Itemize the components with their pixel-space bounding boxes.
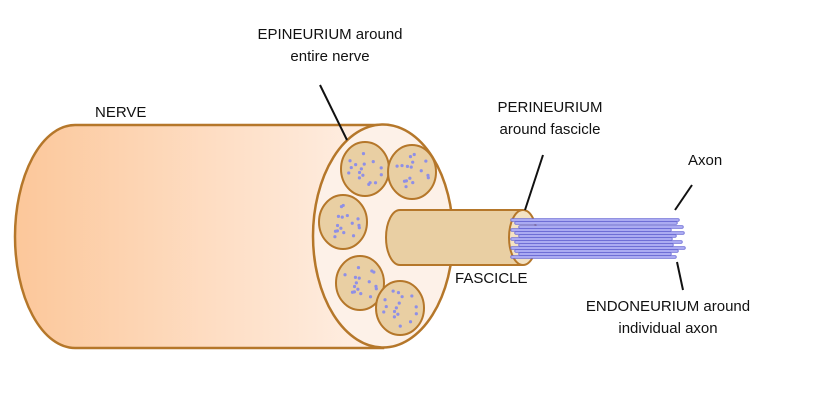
perineurium-pointer: [524, 154, 544, 211]
axon-dot: [359, 292, 363, 296]
axon-dot: [411, 160, 415, 164]
endoneurium-pointer: [676, 261, 684, 291]
fascicle-cross-sections: [318, 141, 437, 336]
perineurium-label-line2: around fascicle: [499, 121, 601, 138]
axon-dot: [426, 173, 430, 177]
axon-dot: [408, 320, 413, 324]
axon-dot: [356, 287, 360, 291]
axon-dot: [392, 315, 396, 319]
fascicle-cross-section: [387, 144, 437, 200]
axon-pointer: [674, 184, 693, 211]
axon-dot: [374, 287, 378, 291]
axon-dot: [408, 176, 412, 180]
endoneurium-label-line1: ENDONEURIUM around: [585, 298, 751, 315]
axon-dot: [382, 310, 386, 314]
axon-dot: [339, 205, 344, 209]
endoneurium-label-line2: individual axon: [618, 320, 718, 337]
axon-dot: [400, 163, 404, 168]
axon-bundle: [510, 218, 686, 259]
axon-dot: [373, 181, 378, 185]
endoneurium-label: ENDONEURIUM around individual axon: [568, 296, 768, 340]
axon-dot: [379, 166, 383, 170]
axon-dot: [361, 173, 365, 177]
fascicle-cylinder: [385, 209, 523, 266]
axon-dot: [352, 290, 356, 294]
axon-dot: [410, 294, 414, 298]
axon-dot: [368, 181, 372, 185]
axon-label: Axon: [688, 152, 723, 169]
epineurium-pointer: [319, 84, 348, 141]
axon-dot: [368, 295, 373, 299]
axon-dot: [391, 289, 395, 293]
axon-dot: [379, 173, 383, 177]
epineurium-label: EPINEURIUM around entire nerve: [240, 24, 420, 68]
axon-dot: [345, 213, 349, 218]
axon-dot: [383, 298, 387, 302]
axon-dot: [349, 165, 353, 170]
axon-dot: [353, 275, 358, 280]
axon-dot: [354, 281, 358, 285]
axon-dot: [359, 167, 363, 171]
epineurium-label-line2: entire nerve: [290, 48, 370, 65]
axon-dot: [336, 214, 341, 219]
axon-dot: [356, 266, 361, 270]
axon-dot: [397, 301, 401, 305]
axon-dot: [357, 226, 361, 230]
axon-dot: [339, 226, 343, 230]
axon-dot: [356, 217, 360, 221]
axon-dot: [362, 162, 366, 166]
axon-dot: [351, 234, 356, 238]
axon-dot: [392, 309, 397, 314]
axon-dot: [404, 179, 408, 183]
axon-dot: [343, 273, 347, 277]
axon-dot: [396, 291, 401, 295]
axon-dot: [396, 312, 400, 316]
axon-dot: [405, 164, 410, 169]
epineurium-label-line1: EPINEURIUM around: [257, 26, 403, 43]
axon-dot: [424, 159, 428, 163]
axon-dot: [411, 181, 415, 185]
axon-dot: [367, 280, 371, 284]
axon-dot: [412, 152, 416, 157]
axon-dot: [347, 171, 351, 175]
axon-dot: [335, 229, 339, 233]
axon-dot: [414, 305, 418, 309]
perineurium-label: PERINEURIUM around fascicle: [470, 97, 630, 141]
axon-dot: [398, 324, 402, 328]
pointer-lines: [319, 84, 693, 291]
perineurium-label-line1: PERINEURIUM: [497, 99, 603, 116]
axon-dot: [357, 170, 362, 175]
fascicle-cross-section: [318, 194, 368, 250]
nerve-body: [13, 123, 385, 350]
axon-dot: [395, 164, 399, 168]
axon-dot: [340, 215, 344, 219]
axon-dot: [357, 223, 361, 227]
axon-dot: [400, 295, 404, 299]
axon-dot: [361, 152, 366, 156]
axon-dot: [354, 162, 358, 167]
axon-dot: [408, 155, 413, 159]
axon-dot: [426, 176, 430, 180]
fascicle-label: FASCICLE: [455, 270, 528, 287]
axon-dot: [370, 269, 374, 273]
axon-dot: [384, 304, 388, 309]
axon-dot: [394, 306, 398, 310]
axon-dot: [350, 221, 354, 225]
axon-dot: [409, 165, 413, 169]
axon-dot: [371, 159, 375, 164]
axon-dot: [335, 223, 340, 228]
axon-dot: [419, 169, 423, 173]
nerve-label: NERVE: [95, 104, 147, 121]
axon-dot: [352, 284, 357, 289]
axon-dot: [374, 284, 378, 288]
axon-dot: [357, 276, 361, 280]
axon-dot: [357, 176, 361, 180]
axon-dot: [333, 235, 337, 239]
axon-dot: [404, 185, 408, 189]
axon-dot: [414, 312, 418, 316]
axon-dot: [348, 159, 352, 163]
axon-dot: [342, 231, 346, 235]
